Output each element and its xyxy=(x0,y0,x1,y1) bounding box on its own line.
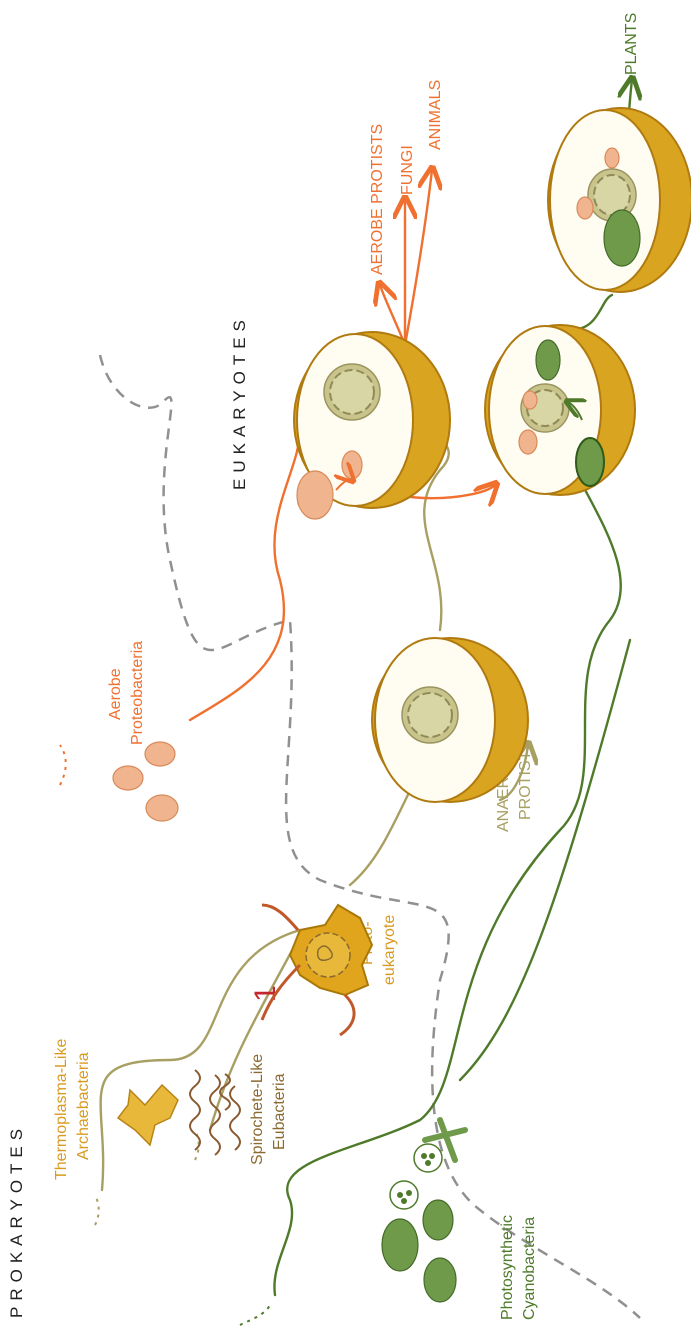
spirochete-label-2: Eubacteria xyxy=(271,1073,288,1150)
thermoplasma-cell xyxy=(118,1085,178,1145)
origin-squiggle-proteo xyxy=(60,745,66,785)
animals-label: ANIMALS xyxy=(427,80,444,150)
plant-cell-final xyxy=(548,108,691,292)
archaea-lineage-line xyxy=(101,930,300,1190)
plant-connection-line xyxy=(570,295,612,330)
proteobacteria-label: Aerobe xyxy=(107,668,124,720)
protoeukaryote-label-2: eukaryote xyxy=(381,915,398,985)
thermoplasma-label: Thermoplasma-Like xyxy=(53,1039,70,1180)
thermoplasma-label-2: Archaebacteria xyxy=(75,1052,92,1160)
protoeukaryote-cell xyxy=(262,905,372,1035)
cyanobacteria-lineage-line xyxy=(274,480,620,1295)
spirochete-label: Spirochete-Like xyxy=(249,1054,266,1165)
cyanobacteria-label: Photosynthetic xyxy=(499,1215,516,1320)
origin-squiggle-archaea xyxy=(95,1195,99,1225)
anaerobe-protist-cell xyxy=(372,638,528,802)
animals-branch xyxy=(405,170,432,345)
eukaryotes-header: EUKARYOTES xyxy=(230,314,249,490)
fungi-label: FUNGI xyxy=(399,145,416,195)
prokaryotes-header: PROKARYOTES xyxy=(7,1123,26,1318)
proteobacteria-label-2: Proteobacteria xyxy=(129,641,146,745)
entering-cyanobacterium xyxy=(576,438,604,486)
plants-label: PLANTS xyxy=(623,13,640,75)
eukaryote-cell-2 xyxy=(294,332,450,519)
proteobacteria-cluster xyxy=(113,742,178,821)
cyanobacteria-cluster xyxy=(382,1120,465,1302)
aerobe-protists-label: AEROBE PROTISTS xyxy=(369,124,386,275)
origin-squiggle-cyano xyxy=(240,1305,270,1325)
plant-cell-3 xyxy=(485,325,635,495)
cyanobacteria-label-2: Cyanobacteria xyxy=(521,1217,538,1320)
